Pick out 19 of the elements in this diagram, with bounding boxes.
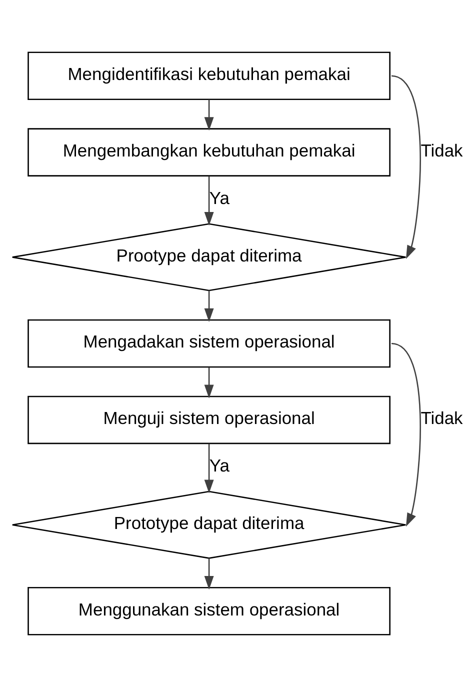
edge-label: Ya	[209, 188, 230, 208]
edge-label: Tidak	[420, 408, 463, 428]
node-diamond: Prootype dapat diterima	[12, 222, 406, 291]
node-box: Mengadakan sistem operasional	[28, 318, 390, 368]
arrow	[391, 74, 421, 258]
arrow	[204, 558, 214, 590]
node-box: Mengembangkan kebutuhan pemakai	[28, 128, 390, 176]
arrow	[204, 176, 214, 226]
arrow	[204, 443, 214, 493]
arrow	[391, 342, 421, 526]
edge-label: Tidak	[420, 140, 463, 160]
node-box: Menggunakan sistem operasional	[28, 586, 390, 635]
edge-label: Ya	[209, 455, 230, 476]
node-box: Mengidentifikasi kebutuhan pemakai	[28, 51, 390, 100]
node-diamond: Prototype dapat diterima	[12, 490, 406, 558]
arrow	[204, 366, 214, 398]
arrow	[204, 99, 214, 130]
arrow	[204, 290, 214, 322]
node-box: Menguji sistem operasional	[28, 395, 390, 444]
